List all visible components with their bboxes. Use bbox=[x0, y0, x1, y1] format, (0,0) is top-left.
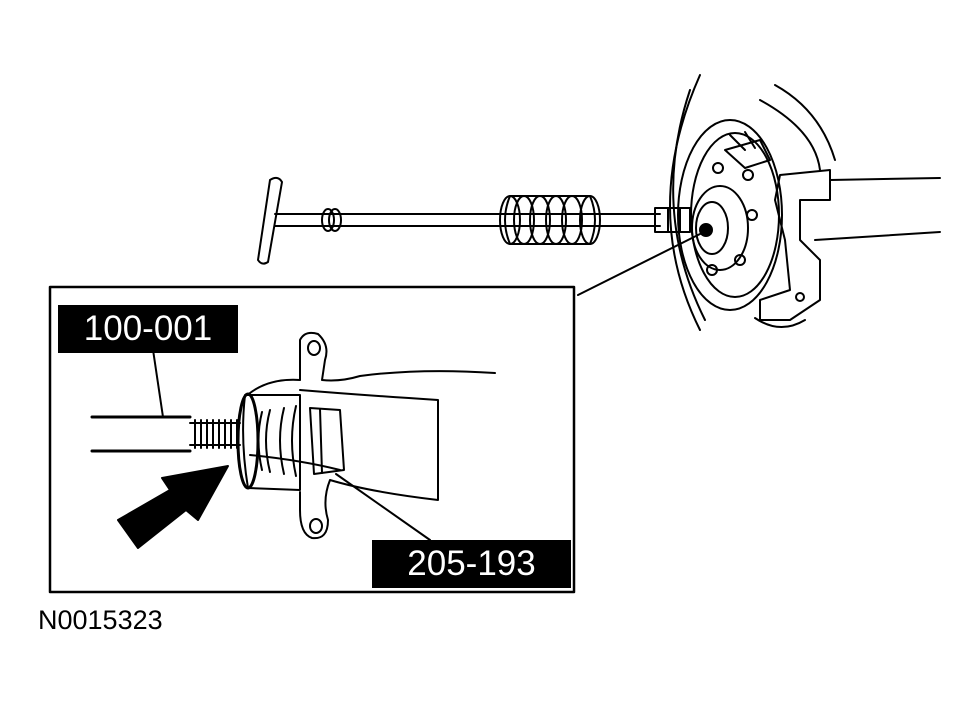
callout-label-100-001: 100-001 bbox=[58, 305, 238, 353]
detail-leader-line bbox=[577, 233, 701, 296]
callout-leader-100 bbox=[151, 342, 164, 418]
callout-leader-205 bbox=[335, 473, 431, 541]
figure-reference-id: N0015323 bbox=[38, 605, 163, 635]
detail-inset-frame bbox=[48, 285, 576, 594]
slide-hammer bbox=[257, 176, 691, 265]
detail-hub-flange bbox=[236, 331, 496, 540]
wheel-hub-assembly bbox=[669, 74, 941, 331]
detail-tool-shaft bbox=[90, 415, 241, 453]
callout-label-205-193: 205-193 bbox=[372, 540, 571, 588]
pull-direction-arrow-icon bbox=[117, 465, 229, 549]
